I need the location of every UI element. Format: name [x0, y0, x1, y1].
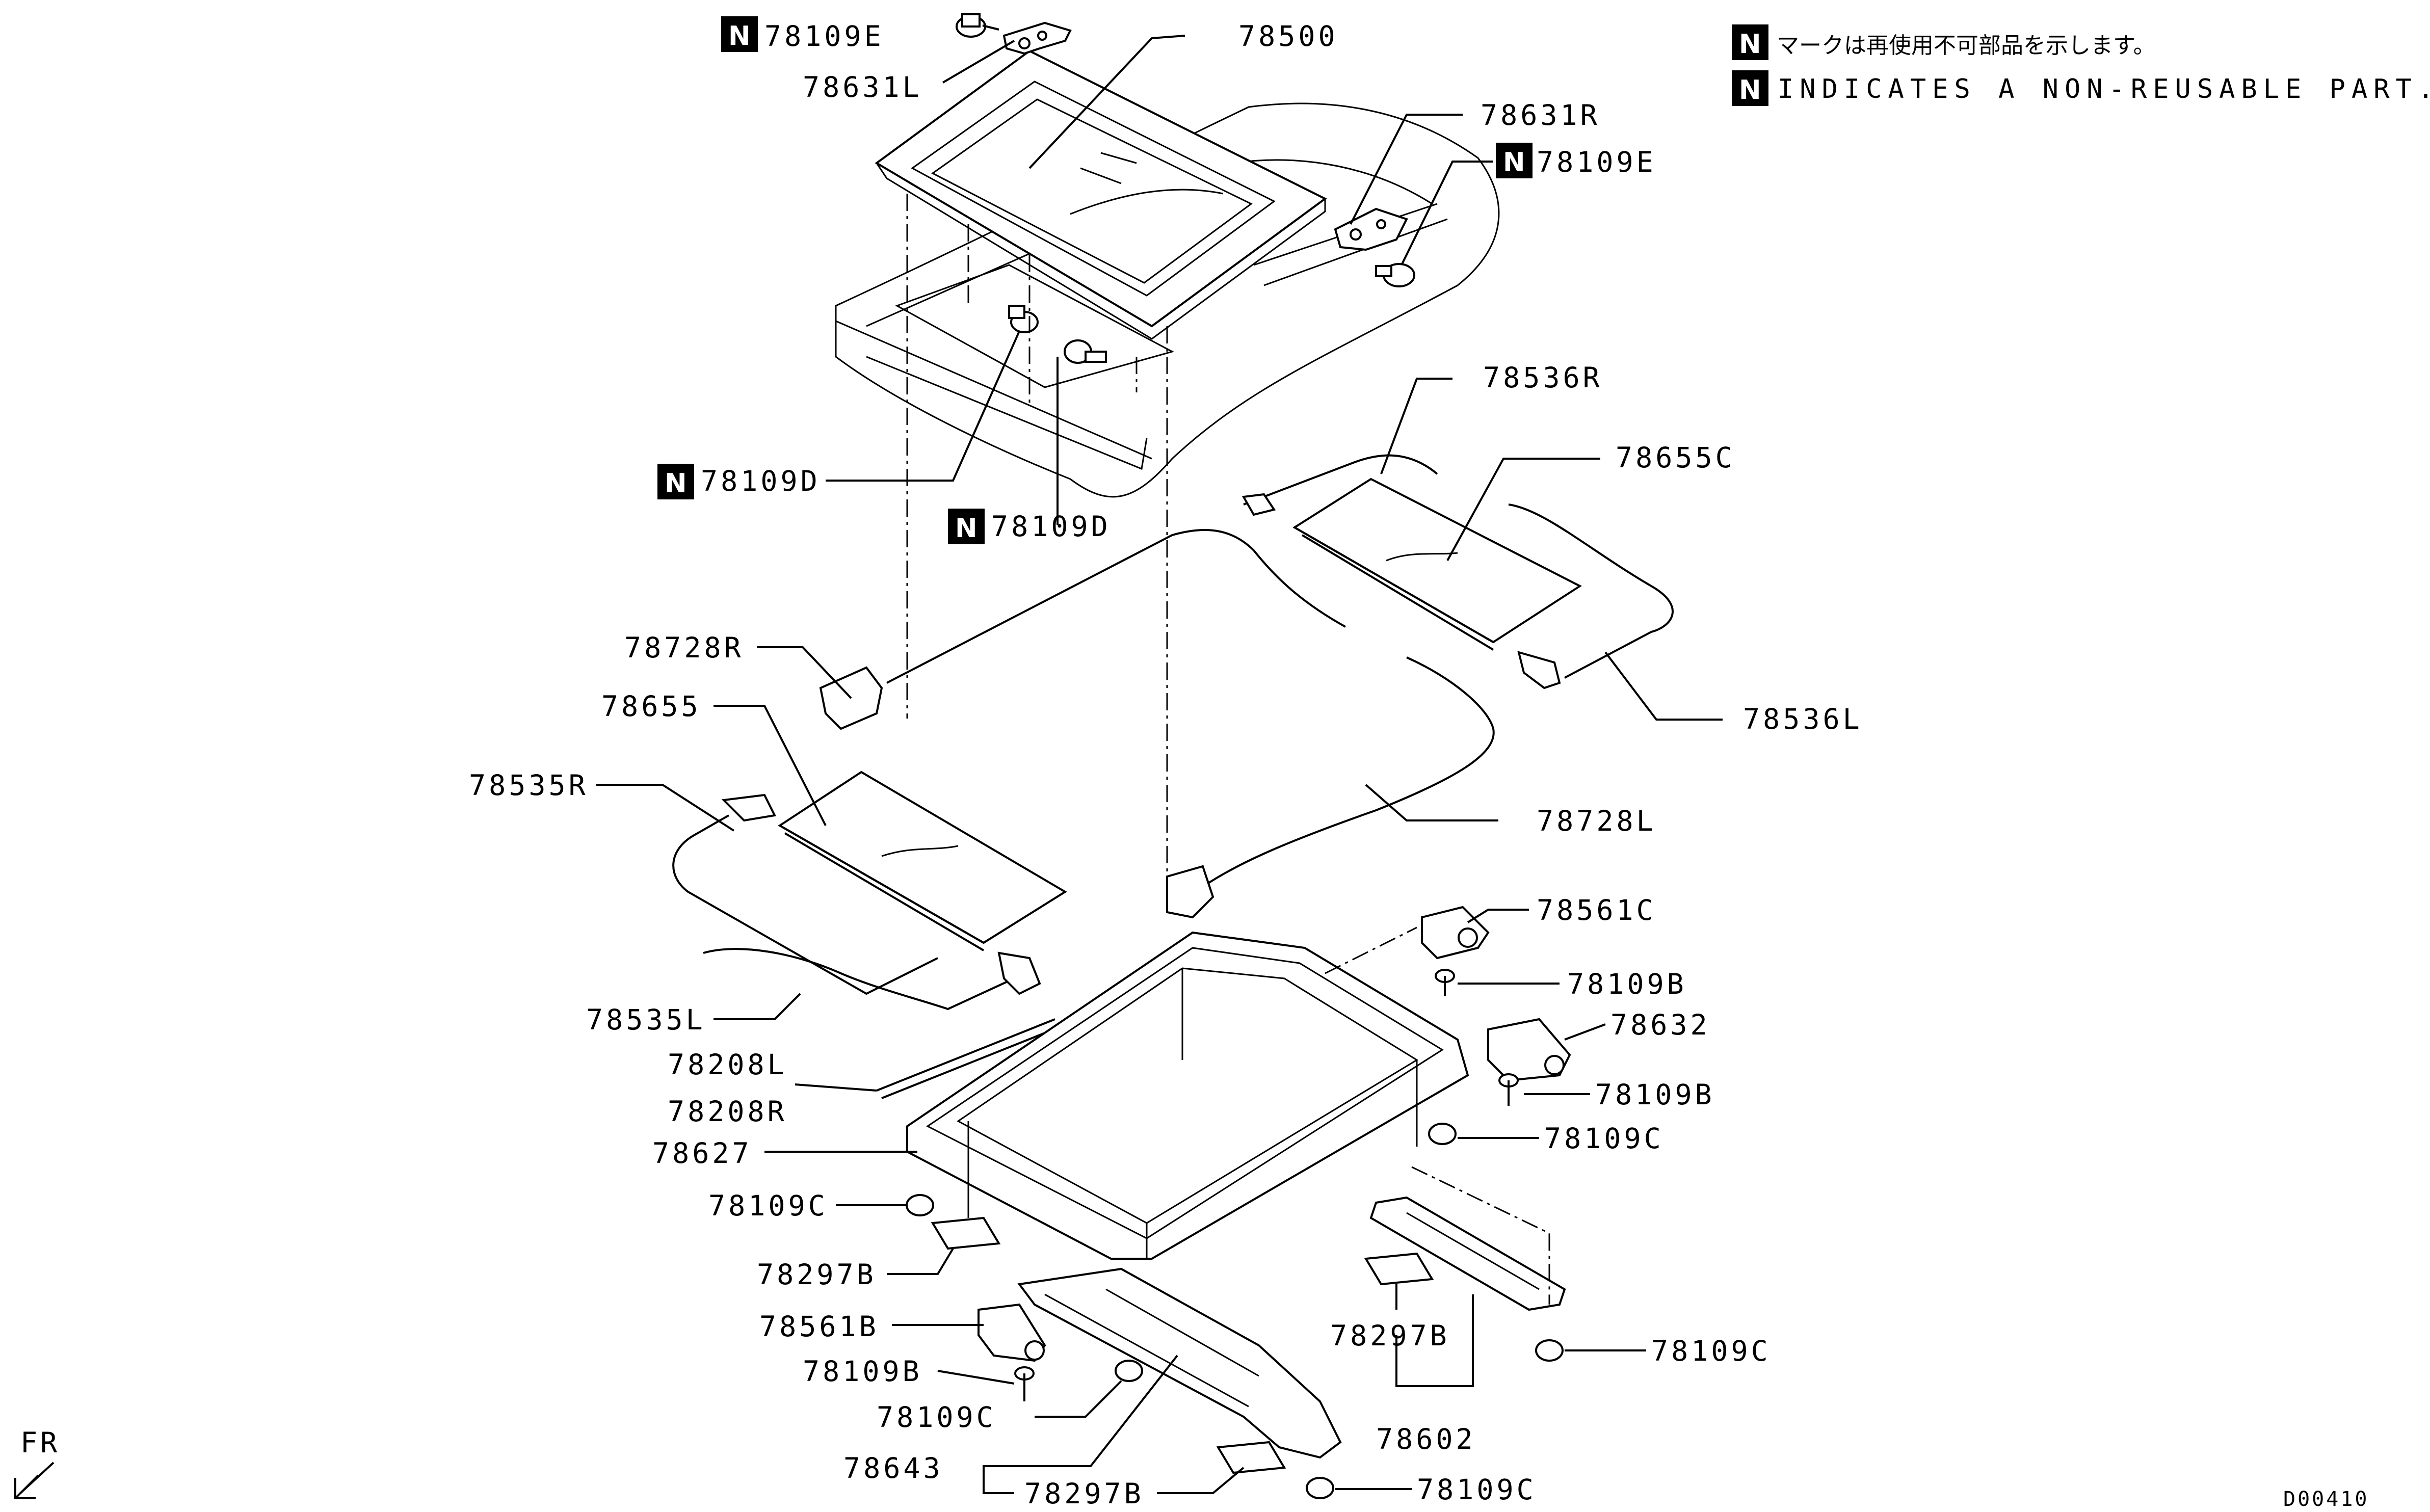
part-labels: 78109E 78631L 78500 78631R 78109E 78536R… — [469, 20, 1863, 1510]
cable-78536L — [1508, 503, 1674, 689]
label-78109B-a: 78109B — [1567, 968, 1687, 1000]
label-78535L: 78535L — [586, 1003, 706, 1036]
label-78109D-left: 78109D — [701, 465, 821, 497]
bolt-78109B-a — [1435, 969, 1455, 996]
label-78535R: 78535R — [469, 769, 589, 802]
sunshade-78655C — [1292, 478, 1582, 651]
label-78109E-top: 78109E — [764, 20, 884, 52]
label-78109C-c: 78109C — [1651, 1335, 1771, 1367]
svg-text:N: N — [665, 468, 687, 499]
leader-lines — [596, 35, 1723, 1494]
legend-badge-jp — [1732, 24, 1768, 60]
label-78297B-a: 78297B — [757, 1258, 877, 1291]
label-78536R: 78536R — [1483, 361, 1603, 394]
label-78109C-d: 78109C — [877, 1401, 996, 1434]
bolt-78109B-b — [1498, 1073, 1519, 1106]
label-78109B-c: 78109B — [803, 1355, 922, 1388]
label-78631L: 78631L — [803, 71, 922, 103]
sunroof-glass-78500 — [875, 49, 1327, 340]
svg-text:N: N — [1739, 29, 1761, 60]
label-78627: 78627 — [652, 1137, 752, 1170]
cable-78535R — [672, 793, 938, 995]
label-78561C: 78561C — [1537, 894, 1656, 926]
cable-78535L — [703, 948, 1041, 1011]
legend-badge-en — [1732, 70, 1768, 106]
svg-text:N: N — [955, 513, 978, 544]
deflector-78208 — [876, 1018, 1061, 1099]
pad-78297B-c — [1216, 1441, 1286, 1474]
label-78632: 78632 — [1610, 1009, 1710, 1041]
label-78109D-mid: 78109D — [991, 510, 1111, 543]
label-78297B-b: 78297B — [1330, 1319, 1450, 1352]
pad-78297B-b — [1364, 1252, 1434, 1286]
bolt-78109C-d — [1115, 1360, 1143, 1382]
label-78109B-b: 78109B — [1595, 1078, 1715, 1111]
alignment-lines — [906, 194, 1550, 1305]
reference-code: D00410 — [2283, 1488, 2369, 1511]
label-78602: 78602 — [1376, 1423, 1476, 1455]
bolt-78109C-e — [1306, 1477, 1334, 1499]
bolt-78109E-right — [1375, 263, 1415, 287]
label-78208R: 78208R — [668, 1095, 787, 1128]
sunroof-frame-78627 — [906, 931, 1469, 1260]
hinge-78631L — [1002, 21, 1072, 55]
label-78297B-c: 78297B — [1024, 1477, 1144, 1510]
label-78109C-b: 78109C — [708, 1189, 828, 1222]
legend: N マークは再使用不可部品を示します。 N INDICATES A NON-RE… — [1732, 24, 2430, 106]
pad-78297B-a — [931, 1216, 1001, 1250]
label-78109E-right: 78109E — [1537, 146, 1656, 178]
legend-english: INDICATES A NON-REUSABLE PART. — [1778, 74, 2430, 104]
bolt-78109C-c — [1535, 1339, 1564, 1362]
label-78728R: 78728R — [624, 631, 744, 664]
svg-text:N: N — [728, 21, 751, 51]
drain-78728L — [1166, 656, 1495, 919]
label-78109C-e: 78109C — [1417, 1473, 1537, 1506]
n-badges: N N N N — [657, 16, 1533, 544]
bolt-78109E-top — [956, 13, 999, 38]
rail-78643 — [1017, 1267, 1342, 1459]
bolt-78109B-c — [1014, 1366, 1035, 1401]
bolt-78109C-a — [1428, 1123, 1457, 1145]
svg-text:N: N — [1739, 75, 1761, 105]
bolt-78109D-left — [1008, 305, 1039, 333]
label-78643: 78643 — [843, 1452, 943, 1484]
label-78500: 78500 — [1238, 20, 1338, 52]
guide-78561B — [978, 1303, 1046, 1362]
label-78655C: 78655C — [1616, 441, 1735, 474]
svg-text:FR: FR — [20, 1426, 60, 1459]
rail-78602 — [1369, 1196, 1566, 1311]
hinge-78631R — [1334, 207, 1408, 251]
label-78208L: 78208L — [668, 1048, 787, 1081]
bolt-78109D-mid — [1064, 339, 1107, 364]
legend-japanese: マークは再使用不可部品を示します。 — [1777, 33, 2156, 59]
bolt-78109C-b — [906, 1194, 934, 1216]
sunshade-78655 — [778, 771, 1067, 951]
svg-text:N: N — [1503, 147, 1525, 178]
front-direction-marker: FR — [14, 1426, 60, 1499]
label-78631R: 78631R — [1481, 99, 1600, 131]
label-78655: 78655 — [601, 690, 701, 723]
drain-78728R — [819, 529, 1346, 730]
label-78109C-a: 78109C — [1544, 1122, 1664, 1155]
label-78728L: 78728L — [1537, 805, 1656, 837]
label-78536L: 78536L — [1743, 703, 1863, 735]
label-78561B: 78561B — [759, 1310, 879, 1343]
bracket-78632 — [1487, 1018, 1571, 1082]
